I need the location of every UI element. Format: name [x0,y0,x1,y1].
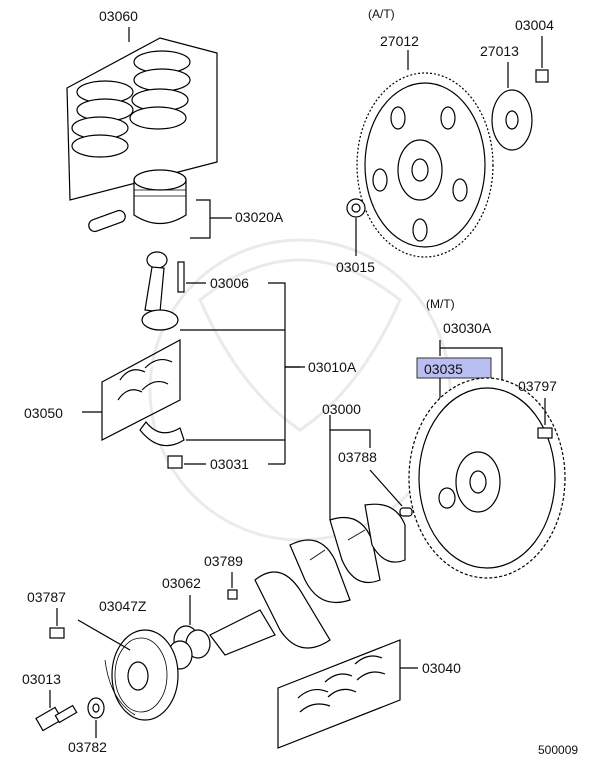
part-label-03013[interactable]: 03013 [22,671,61,687]
part-label-03062[interactable]: 03062 [162,575,201,591]
drive-plate [356,72,494,258]
main-bearings-group [277,639,418,749]
mt-variant-tag: (M/T) [426,297,455,311]
part-label-03047z[interactable]: 03047Z [99,598,147,614]
part-label-03015[interactable]: 03015 [336,259,375,275]
part-label-03060[interactable]: 03060 [99,8,138,24]
part-label-03035[interactable]: 03035 [424,361,463,377]
piston-assembly [88,169,211,239]
part-label-03782[interactable]: 03782 [68,739,107,755]
pilot-bushing [346,198,366,256]
part-label-27012[interactable]: 27012 [380,33,419,49]
at-variant-tag: (A/T) [368,7,395,21]
part-label-03004[interactable]: 03004 [515,17,554,33]
woodruff-key [227,572,238,600]
crankshaft [209,415,406,656]
part-label-03000[interactable]: 03000 [322,401,361,417]
connecting-rod [141,251,206,331]
pulley-bolt [49,608,65,639]
part-label-03787[interactable]: 03787 [27,589,66,605]
highlighted-part-03035[interactable] [416,357,492,379]
crank-pulley [77,619,179,721]
part-label-03050[interactable]: 03050 [24,405,63,421]
part-label-03788[interactable]: 03788 [338,449,377,465]
rod-cap [139,421,206,469]
crank-bolt [35,690,78,732]
part-label-03006[interactable]: 03006 [210,275,249,291]
diagram-id: 500009 [538,743,578,757]
flywheel-bolt [537,427,553,439]
part-label-03040[interactable]: 03040 [422,660,461,676]
crank-washer [87,697,105,738]
part-label-03010a[interactable]: 03010A [308,359,357,375]
flywheel [408,377,566,579]
drive-plate-bolt [535,69,549,83]
part-label-03031[interactable]: 03031 [210,456,249,472]
part-label-03789[interactable]: 03789 [204,553,243,569]
piston-rings-group [66,27,218,201]
watermark-emblem [148,238,452,542]
adapter-plate [491,89,533,151]
part-label-03020a[interactable]: 03020A [235,209,284,225]
rod-bearings-group [82,338,181,441]
part-label-03797[interactable]: 03797 [518,378,557,394]
crank-pin [369,469,413,517]
part-label-03030a[interactable]: 03030A [443,320,492,336]
part-label-27013[interactable]: 27013 [480,43,519,59]
